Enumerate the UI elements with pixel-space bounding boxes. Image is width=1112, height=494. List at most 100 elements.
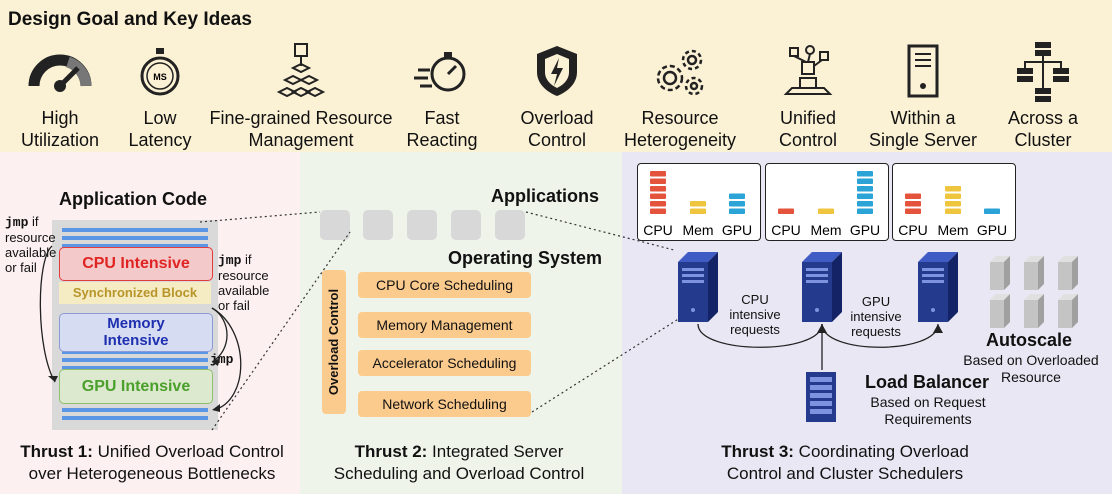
applications-title: Applications xyxy=(491,186,600,206)
app-square xyxy=(363,210,393,240)
resource-bar-cpu xyxy=(778,208,794,214)
cluster-diagram xyxy=(678,252,1078,422)
resource-label-cpu: CPU xyxy=(771,222,801,238)
app-square xyxy=(451,210,481,240)
resource-bar-gpu xyxy=(857,178,873,184)
svg-text:MS: MS xyxy=(153,72,167,82)
resource-bar-cpu xyxy=(650,186,666,192)
server-icon xyxy=(907,44,939,98)
resource-bar-mem xyxy=(945,186,961,192)
resource-bar-gpu xyxy=(857,193,873,199)
banner-title: Design Goal and Key Ideas xyxy=(8,9,252,30)
resource-label-cpu: CPU xyxy=(898,222,928,238)
resource-bar-gpu xyxy=(857,186,873,192)
cluster-icon xyxy=(1017,42,1069,102)
resource-label-gpu: GPU xyxy=(977,222,1007,238)
resource-bar-gpu xyxy=(729,208,745,214)
resource-chart-2: CPU Mem GPU xyxy=(765,163,889,241)
resource-bar-mem xyxy=(945,208,961,214)
load-balancer-title: Load Balancer xyxy=(865,372,990,392)
app-square xyxy=(320,210,350,240)
resource-bar-cpu xyxy=(650,171,666,177)
resource-bar-gpu xyxy=(984,208,1000,214)
resource-chart-3: CPU Mem GPU xyxy=(892,163,1016,241)
resource-bars: CPU Mem GPU xyxy=(771,171,880,238)
resource-bar-cpu xyxy=(650,208,666,214)
jump-arrows xyxy=(39,245,242,412)
resource-label-gpu: GPU xyxy=(850,222,880,238)
resource-label-mem: Mem xyxy=(937,222,968,238)
resource-bar-cpu xyxy=(905,208,921,214)
resource-bar-gpu xyxy=(857,201,873,207)
fast-timer-icon xyxy=(414,52,466,92)
stopwatch-icon: MS xyxy=(140,48,180,96)
resource-bar-gpu xyxy=(729,201,745,207)
resource-blocks-icon xyxy=(276,43,326,98)
resource-bar-cpu xyxy=(905,201,921,207)
resource-bar-mem xyxy=(945,193,961,199)
app-square xyxy=(407,210,437,240)
network-scheduling-box: Network Scheduling xyxy=(358,391,531,417)
control-hub-icon xyxy=(783,45,833,95)
cpu-intensive-block: CPU Intensive xyxy=(59,247,213,281)
resource-bar-cpu xyxy=(650,193,666,199)
resource-bar-mem xyxy=(690,208,706,214)
gauge-icon xyxy=(28,54,92,92)
resource-bar-gpu xyxy=(857,208,873,214)
resource-bar-cpu xyxy=(905,193,921,199)
overload-control-bar: Overload Control xyxy=(322,270,346,414)
cpu-core-scheduling-box: CPU Core Scheduling xyxy=(358,272,531,298)
resource-label-gpu: GPU xyxy=(722,222,752,238)
app-square xyxy=(495,210,525,240)
synchronized-block: Synchronized Block xyxy=(59,282,211,304)
autoscale-servers xyxy=(990,256,1078,328)
resource-label-cpu: CPU xyxy=(643,222,673,238)
resource-label-mem: Mem xyxy=(810,222,841,238)
gears-icon xyxy=(656,49,704,96)
resource-chart-1: CPU Mem GPU xyxy=(637,163,761,241)
resource-bar-mem xyxy=(818,208,834,214)
memory-management-box: Memory Management xyxy=(358,312,531,338)
operating-system-title: Operating System xyxy=(448,248,603,268)
shield-bolt-icon xyxy=(537,46,577,96)
autoscale-title: Autoscale xyxy=(986,330,1073,350)
resource-bar-gpu xyxy=(857,171,873,177)
resource-bar-cpu xyxy=(650,178,666,184)
resource-bar-mem xyxy=(690,201,706,207)
resource-bar-mem xyxy=(945,201,961,207)
resource-label-mem: Mem xyxy=(682,222,713,238)
load-balancer-icon xyxy=(806,372,836,422)
resource-bar-gpu xyxy=(729,193,745,199)
resource-bars: CPU Mem GPU xyxy=(643,171,752,238)
gpu-intensive-block: GPU Intensive xyxy=(59,369,213,404)
